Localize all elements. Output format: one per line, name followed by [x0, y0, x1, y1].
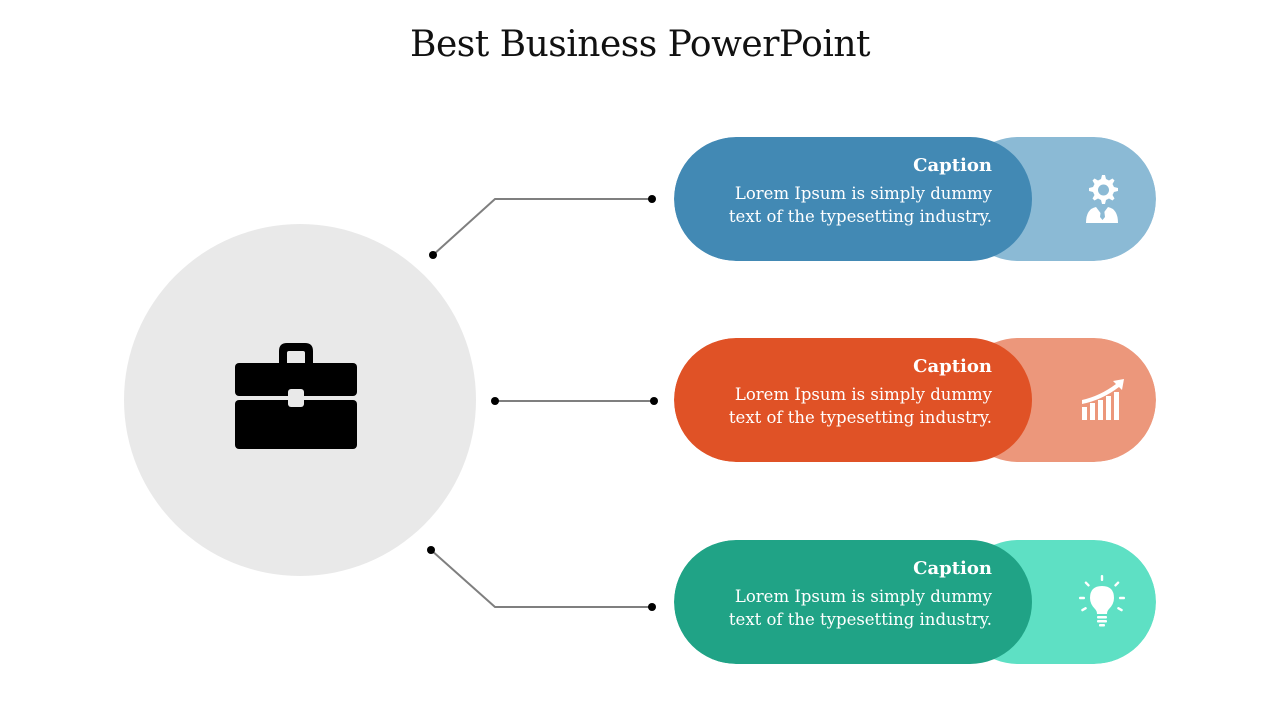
- caption-card-1: Caption Lorem Ipsum is simply dummy text…: [674, 137, 1156, 261]
- briefcase-icon: [235, 343, 357, 449]
- center-circle: [124, 224, 476, 576]
- gear-person-icon: [1086, 175, 1118, 223]
- caption-card-2: Caption Lorem Ipsum is simply dummy text…: [674, 338, 1156, 462]
- connector-1: [429, 195, 656, 259]
- card-text-line-2: text of the typesetting industry.: [728, 207, 992, 226]
- card-text-line-1: Lorem Ipsum is simply dummy: [734, 184, 992, 203]
- card-text-line-2: text of the typesetting industry.: [728, 610, 992, 629]
- card-caption: Caption: [913, 155, 992, 176]
- caption-card-3: Caption Lorem Ipsum is simply dummy text…: [674, 540, 1156, 664]
- card-text-line-2: text of the typesetting industry.: [728, 408, 992, 427]
- card-text-line-1: Lorem Ipsum is simply dummy: [734, 587, 992, 606]
- lightbulb-icon: [1079, 575, 1125, 627]
- growth-chart-icon: [1082, 379, 1124, 420]
- card-body: [674, 338, 1032, 462]
- connector-2: [491, 397, 658, 405]
- card-body: [674, 137, 1032, 261]
- slide-title: Best Business PowerPoint: [409, 24, 871, 65]
- card-caption: Caption: [913, 356, 992, 377]
- card-text-line-1: Lorem Ipsum is simply dummy: [734, 385, 992, 404]
- card-body: [674, 540, 1032, 664]
- connector-3: [427, 546, 656, 611]
- card-caption: Caption: [913, 558, 992, 579]
